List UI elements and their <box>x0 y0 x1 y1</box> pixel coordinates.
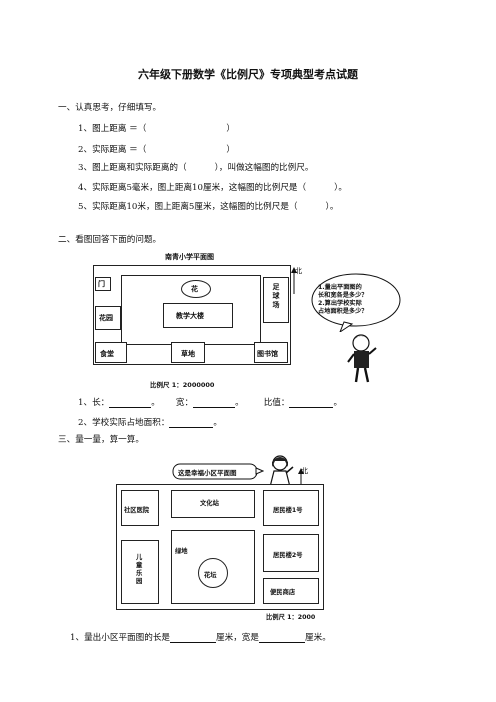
school-scale: 比例尺 1：2000000 <box>150 381 215 389</box>
s2-q1-a-end: 。 <box>151 398 160 408</box>
community-width-blank[interactable] <box>259 633 305 643</box>
s1-item-2-text: 实际距离 ＝（ <box>92 145 147 155</box>
store-box <box>263 578 319 604</box>
north-arrow-icon <box>291 267 297 294</box>
s1-item-4-text: 实际距离5毫米，图上距离10厘米，这幅图的比例尺是（ <box>92 183 307 193</box>
s3-q1-mid: 厘米，宽是 <box>216 633 259 643</box>
s1-item-3-close: ），叫做这幅图的比例尺。 <box>214 163 314 173</box>
s2-q1: 1、长： 。 宽： 。 比值： 。 <box>78 396 342 408</box>
green-space-label: 绿地 <box>175 548 188 555</box>
flowerbed-label: 花坛 <box>204 572 217 579</box>
s1-item-5: 5、实际距离10米，图上距离5厘米，这幅图的比例尺是（ ）。 <box>78 200 338 212</box>
store-label: 便民商店 <box>270 589 296 596</box>
s2-q2: 2、学校实际占地面积： 。 <box>78 416 222 428</box>
speech-bubble-2-shape <box>172 463 264 480</box>
s3-q1: 1、量出小区平面图的长是 厘米，宽是 厘米。 <box>70 631 331 643</box>
s1-item-1-num: 1、 <box>78 124 93 134</box>
clinic-label: 社区医院 <box>124 507 150 514</box>
gate-box <box>95 277 111 291</box>
bubble-2-text: 这是幸福小区平面图 <box>178 469 237 477</box>
garden-box <box>95 306 121 330</box>
cartoon-boy-icon <box>347 334 377 383</box>
s2-q2-text: 学校实际占地面积： <box>92 418 170 428</box>
kids-char-3: 乐 <box>136 570 143 577</box>
north-label-2: 北 <box>301 467 308 475</box>
s2-q1-a: 长： <box>92 398 110 408</box>
culture-station-box <box>171 490 255 518</box>
s1-item-5-close: ）。 <box>325 202 339 212</box>
residential-1-box <box>263 490 319 526</box>
clinic-box <box>121 490 159 526</box>
culture-station-label: 文化站 <box>200 500 219 507</box>
kids-char-4: 园 <box>136 578 143 585</box>
canteen-label: 食堂 <box>100 350 114 358</box>
s1-item-1: 1、图上距离 ＝（ ） <box>78 122 235 134</box>
s1-item-3-text: 图上距离和实际距离的（ <box>92 163 187 173</box>
s3-q1-end: 厘米。 <box>305 633 331 643</box>
s2-q1-b: 宽： <box>175 398 194 408</box>
school-map-title: 南青小学平面图 <box>165 253 214 261</box>
s1-item-5-num: 5、 <box>78 202 93 212</box>
s1-item-2-close: ） <box>226 145 235 155</box>
s1-item-2: 2、实际距离 ＝（ ） <box>78 143 235 155</box>
kids-park-label: 儿 童 乐 园 <box>136 554 142 586</box>
s1-item-4-num: 4、 <box>78 183 93 193</box>
length-blank[interactable] <box>109 398 152 408</box>
residential-2-box <box>263 534 319 572</box>
teaching-building-label: 教学大楼 <box>176 312 204 320</box>
ratio-blank[interactable] <box>289 398 334 408</box>
gate-label: 门 <box>98 280 105 288</box>
speech-bubble-shape <box>311 273 401 332</box>
bubble-line-4: 占地面积是多少？ <box>318 308 368 315</box>
north-label-1: 北 <box>295 267 302 275</box>
s2-q2-num: 2、 <box>78 418 93 428</box>
s1-item-4: 4、实际距离5毫米，图上距离10厘米，这幅图的比例尺是（ ）。 <box>78 181 347 193</box>
s2-q1-num: 1、 <box>78 398 93 408</box>
cartoon-girl-icon <box>269 455 294 488</box>
garden-label: 花园 <box>99 314 113 322</box>
s2-q2-end: 。 <box>213 418 223 428</box>
s1-item-3-num: 3、 <box>78 163 93 173</box>
playground-box <box>263 277 289 323</box>
section2-heading: 二、看图回答下面的问题。 <box>58 235 162 245</box>
s1-item-5-text: 实际距离10米，图上距离5厘米，这幅图的比例尺是（ <box>92 202 298 212</box>
lawn-box <box>171 342 205 363</box>
page-title: 六年级下册数学《比例尺》专项典型考点试题 <box>138 68 358 81</box>
s1-item-3: 3、图上距离和实际距离的（ ），叫做这幅图的比例尺。 <box>78 161 313 173</box>
playground-label: 足球场 <box>272 283 280 309</box>
bubble-line-2: 长和宽各是多少？ <box>318 292 368 299</box>
kids-char-2: 童 <box>136 562 143 569</box>
s1-item-1-close: ） <box>226 124 235 134</box>
width-blank[interactable] <box>193 398 236 408</box>
section3-heading: 三、量一量，算一算。 <box>58 435 144 445</box>
s2-q1-c: 比值： <box>263 398 290 408</box>
flowerbed-circle <box>198 558 228 588</box>
library-label: 图书馆 <box>257 350 278 358</box>
section1-heading: 一、认真思考，仔细填写。 <box>58 103 162 113</box>
kids-park-box <box>121 540 159 604</box>
residential-2-label: 居民楼2号 <box>273 552 303 559</box>
teaching-building-box <box>163 303 233 328</box>
s3-q1-num: 1、 <box>70 633 85 643</box>
kids-char-1: 儿 <box>136 554 143 561</box>
s1-item-2-num: 2、 <box>78 145 93 155</box>
s3-q1-text: 量出小区平面图的长是 <box>84 633 171 643</box>
s2-q1-c-end: 。 <box>333 398 343 408</box>
s2-q1-b-end: 。 <box>235 398 244 408</box>
canteen-box <box>95 342 127 363</box>
flower-bed-oval <box>181 280 211 298</box>
residential-1-label: 居民楼1号 <box>273 507 303 514</box>
community-length-blank[interactable] <box>170 633 217 643</box>
flower-label: 花 <box>191 285 198 293</box>
library-box <box>254 342 288 363</box>
lawn-label: 草地 <box>181 350 195 358</box>
bubble-line-1: 1.量出平面图的 <box>318 284 362 291</box>
s1-item-4-close: ）。 <box>334 183 348 193</box>
community-scale: 比例尺 1：2000 <box>266 614 316 621</box>
s1-item-1-text: 图上距离 ＝（ <box>92 124 147 134</box>
bubble-text: 1.量出平面图的 长和宽各是多少？ 2.算出学校实际 占地面积是多少？ <box>318 284 368 316</box>
bubble-line-3: 2.算出学校实际 <box>318 300 362 307</box>
area-blank[interactable] <box>169 418 214 428</box>
